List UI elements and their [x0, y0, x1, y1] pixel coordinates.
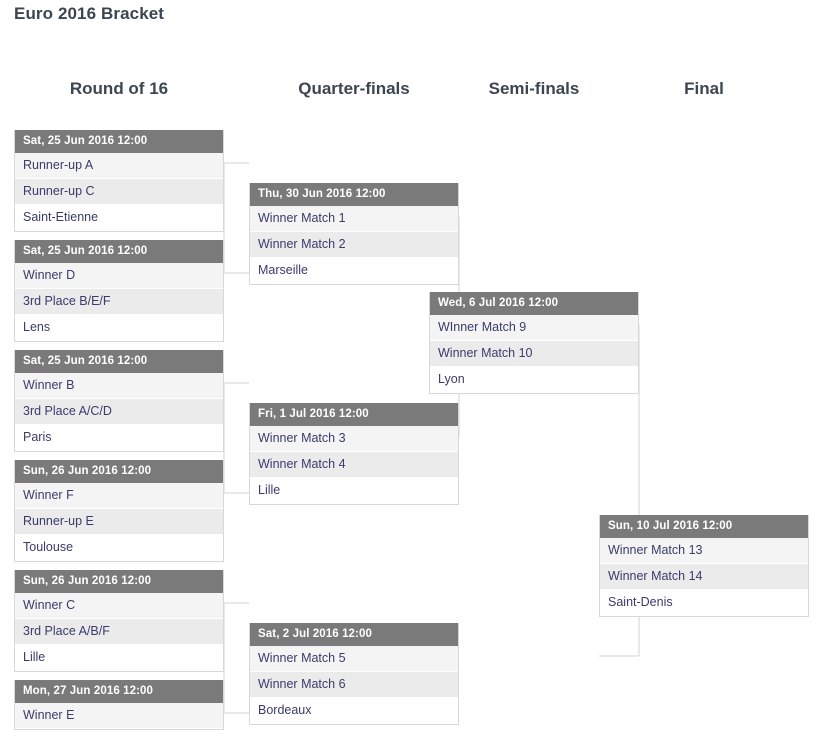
match-team-2[interactable]: 3rd Place B/E/F	[15, 289, 223, 315]
match-team-2[interactable]: Winner Match 4	[250, 452, 458, 478]
match-team-1[interactable]: Winner Match 5	[250, 646, 458, 672]
match-date: Sun, 26 Jun 2016 12:00	[15, 460, 223, 483]
match-venue: Toulouse	[15, 535, 223, 561]
match-team-1[interactable]: Winner E	[15, 703, 223, 729]
match-venue: Saint-Etienne	[15, 205, 223, 231]
match-team-2[interactable]: Winner Match 10	[430, 341, 638, 367]
match-team-2[interactable]: Runner-up C	[15, 179, 223, 205]
match-date: Mon, 27 Jun 2016 12:00	[15, 680, 223, 703]
match-venue: Lens	[15, 315, 223, 341]
match-venue: Saint-Denis	[600, 590, 808, 616]
match-team-2[interactable]: Winner Match 14	[600, 564, 808, 590]
match-venue: Paris	[15, 425, 223, 451]
match-date: Sat, 25 Jun 2016 12:00	[15, 240, 223, 263]
match-date: Sun, 26 Jun 2016 12:00	[15, 570, 223, 593]
match-team-1[interactable]: Winner D	[15, 263, 223, 289]
match-date: Thu, 30 Jun 2016 12:00	[250, 183, 458, 206]
match-team-2[interactable]: 3rd Place A/B/F	[15, 619, 223, 645]
column-header-1: Quarter-finals	[298, 79, 410, 98]
match-team-1[interactable]: Winner Match 13	[600, 538, 808, 564]
column-header-3: Final	[684, 79, 724, 98]
match-venue: Lille	[250, 478, 458, 504]
match-date: Fri, 1 Jul 2016 12:00	[250, 403, 458, 426]
match-team-1[interactable]: Winner C	[15, 593, 223, 619]
match-team-1[interactable]: Winner F	[15, 483, 223, 509]
column-header-2: Semi-finals	[488, 79, 580, 98]
match-date: Sun, 10 Jul 2016 12:00	[600, 515, 808, 538]
match-venue: Lille	[15, 645, 223, 671]
match-team-1[interactable]: Winner B	[15, 373, 223, 399]
match-date: Wed, 6 Jul 2016 12:00	[430, 292, 638, 315]
match-date: Sat, 2 Jul 2016 12:00	[250, 623, 458, 646]
match-date: Sat, 25 Jun 2016 12:00	[15, 130, 223, 153]
match-date: Sat, 25 Jun 2016 12:00	[15, 350, 223, 373]
match-team-2[interactable]: 3rd Place A/C/D	[15, 399, 223, 425]
page-title: Euro 2016 Bracket	[14, 4, 165, 23]
match-team-1[interactable]: Winner Match 3	[250, 426, 458, 452]
match-venue: Marseille	[250, 258, 458, 284]
column-header-0: Round of 16	[69, 79, 169, 98]
match-team-2[interactable]: Winner Match 6	[250, 672, 458, 698]
match-team-1[interactable]: Winner Match 1	[250, 206, 458, 232]
match-team-2[interactable]: Runner-up E	[15, 509, 223, 535]
match-venue: Bordeaux	[250, 698, 458, 724]
match-team-1[interactable]: WInner Match 9	[430, 315, 638, 341]
match-team-2[interactable]: Winner Match 2	[250, 232, 458, 258]
match-team-1[interactable]: Runner-up A	[15, 153, 223, 179]
match-venue: Lyon	[430, 367, 638, 393]
